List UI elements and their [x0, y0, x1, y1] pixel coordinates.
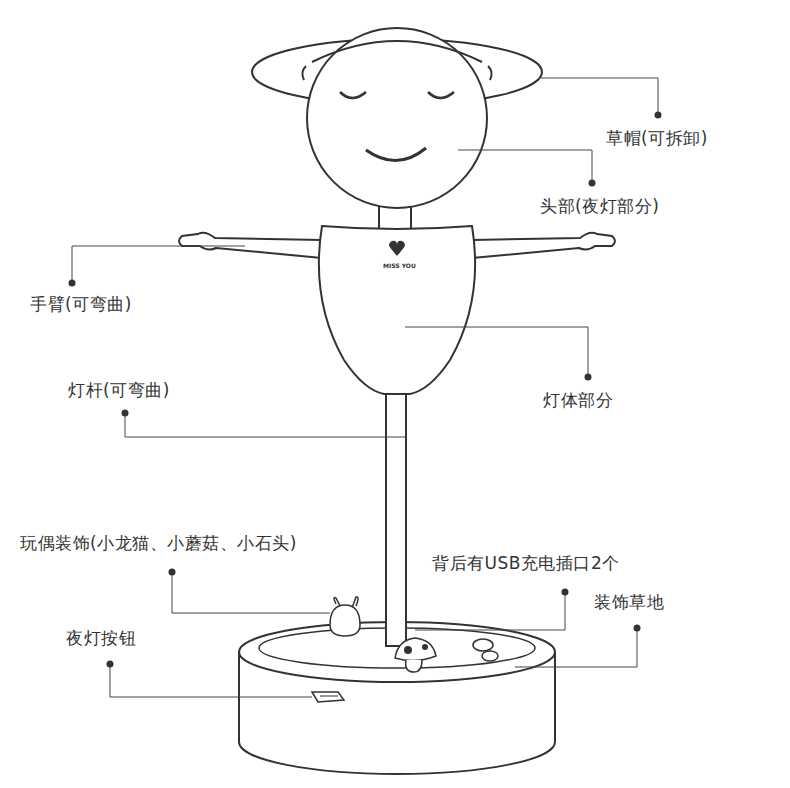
body-print: MISS YOU — [383, 263, 416, 269]
heart — [389, 241, 405, 256]
mushroom-spot — [404, 646, 412, 654]
part-label: 玩偶装饰(小龙猫、小蘑菇、小石头) — [20, 533, 297, 553]
part-label: 背后有USB充电插口2个 — [432, 553, 620, 573]
leader-dot — [107, 661, 114, 668]
head — [307, 28, 487, 208]
leader-line — [415, 592, 565, 630]
button-line — [320, 696, 338, 697]
leader-dot — [585, 374, 592, 381]
button — [312, 692, 344, 702]
leader-dot — [634, 625, 641, 632]
leader-dots — [69, 112, 662, 668]
eye-right — [428, 92, 454, 98]
leader-dot — [69, 280, 76, 287]
totoro — [330, 605, 360, 636]
pole — [386, 390, 406, 646]
hat-crown-left — [302, 66, 306, 80]
leader-dot — [655, 112, 662, 119]
leader-line — [125, 413, 405, 437]
leader-line — [172, 572, 330, 613]
stone — [473, 639, 493, 651]
part-label: 手臂(可弯曲) — [30, 294, 132, 314]
leader-line — [405, 327, 588, 377]
mushroom-stem — [406, 660, 422, 672]
part-label: 夜灯按钮 — [66, 628, 136, 648]
hat-crown-right — [488, 66, 492, 80]
left-arm — [179, 233, 322, 258]
part-label: 灯体部分 — [543, 390, 613, 410]
mushroom-spot — [422, 644, 428, 650]
part-label: 灯杆(可弯曲) — [68, 380, 170, 400]
leader-dot — [562, 589, 569, 596]
leader-dot — [122, 410, 129, 417]
eye-left — [340, 92, 366, 98]
leader-line — [541, 78, 658, 115]
leader-line — [110, 664, 312, 697]
stone — [482, 651, 498, 661]
smile — [366, 148, 426, 161]
right-arm — [472, 233, 615, 258]
leader-line — [515, 628, 637, 667]
hat-crown — [312, 41, 482, 62]
part-label: 装饰草地 — [594, 592, 664, 612]
mushroom-cap — [395, 638, 436, 661]
leader-dot — [589, 180, 596, 187]
leader-line — [458, 150, 592, 183]
leader-dot — [169, 569, 176, 576]
part-label: 草帽(可拆卸) — [606, 128, 708, 148]
leader-line — [72, 246, 245, 283]
lamp-body — [319, 226, 475, 394]
part-label: 头部(夜灯部分) — [540, 196, 659, 216]
